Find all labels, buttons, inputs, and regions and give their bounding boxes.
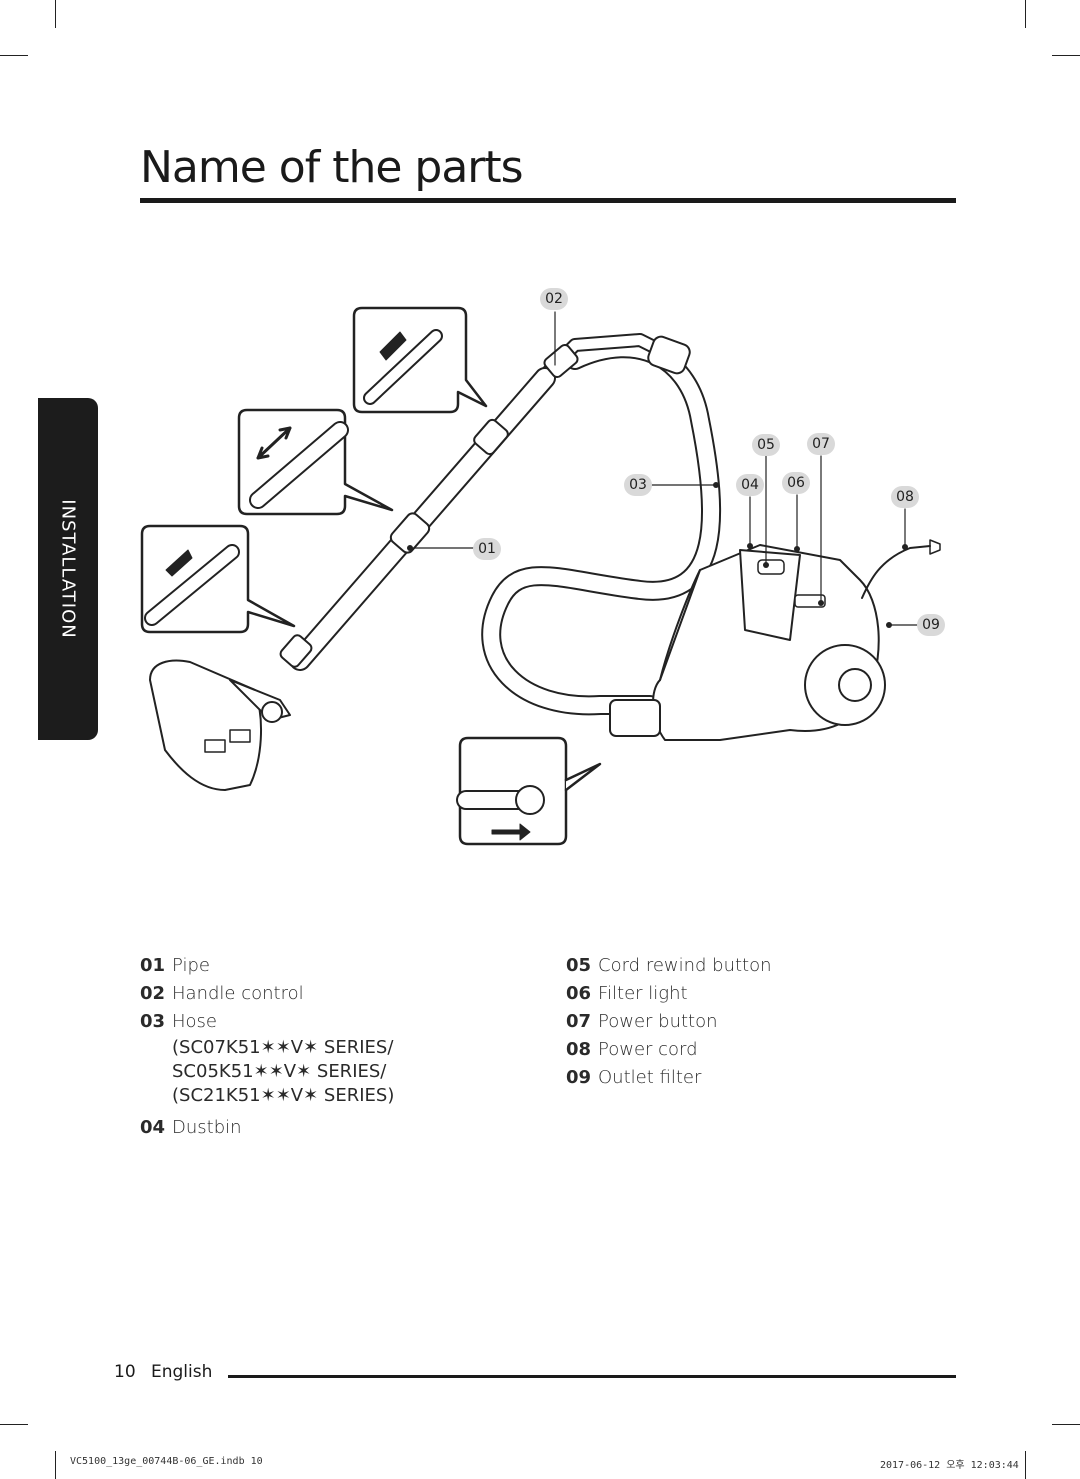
callout-02: 02 [540,288,568,310]
crop-mark [1025,1451,1026,1479]
file-slug: VC5100_13ge_00744B-06_GE.indb 10 [70,1456,263,1467]
page-number: 10 [114,1362,136,1382]
model-line: (SC07K51✶✶V✶ SERIES/ [140,1036,500,1060]
part-label: Cord rewind button [598,955,772,976]
page-title: Name of the parts [140,142,524,193]
list-item: 01 Pipe [140,952,500,980]
callout-05: 05 [752,434,780,456]
list-item: 09 Outlet filter [566,1064,946,1092]
callout-07: 07 [807,433,835,455]
callout-01: 01 [473,538,501,560]
callout-08: 08 [891,486,919,508]
part-label: Handle control [172,983,304,1004]
crop-mark [55,1451,56,1479]
part-label: Outlet filter [598,1067,702,1088]
list-item: 07 Power button [566,1008,946,1036]
print-timestamp: 2017-06-12 오후 12:03:44 [880,1460,1019,1471]
footer-language: English [151,1362,213,1382]
callout-03: 03 [624,474,652,496]
part-label: Filter light [598,983,688,1004]
part-number: 03 [140,1011,166,1032]
part-number: 04 [140,1117,166,1138]
crop-mark [0,55,28,56]
model-text: (SC21K51✶✶V✶ SERIES) [172,1085,395,1106]
part-number: 05 [566,955,592,976]
power-cord [861,545,931,599]
crop-mark [1052,1424,1080,1425]
list-item: 02 Handle control [140,980,500,1008]
list-item: 04 Dustbin [140,1114,500,1142]
detail-inset-nozzle [140,524,296,634]
part-number: 01 [140,955,166,976]
floor-nozzle [149,659,263,791]
model-line: (SC21K51✶✶V✶ SERIES) [140,1084,500,1108]
section-tab: INSTALLATION [38,398,98,740]
callout-04: 04 [736,474,764,496]
part-label: Power button [598,1011,718,1032]
list-item: 03 Hose [140,1008,500,1036]
part-number: 09 [566,1067,592,1088]
crop-mark [0,1424,28,1425]
model-line: SC05K51✶✶V✶ SERIES/ [140,1060,500,1084]
part-label: Power cord [598,1039,698,1060]
crop-mark [1025,0,1026,28]
part-number: 02 [140,983,166,1004]
part-label: Dustbin [172,1117,242,1138]
parts-list-left: 01 Pipe 02 Handle control 03 Hose (SC07K… [140,952,500,1142]
list-item: 05 Cord rewind button [566,952,946,980]
part-number: 06 [566,983,592,1004]
crop-mark [55,0,56,28]
callout-06: 06 [782,472,810,494]
part-number: 08 [566,1039,592,1060]
part-label: Pipe [172,955,210,976]
part-label: Hose [172,1011,217,1032]
list-item: 08 Power cord [566,1036,946,1064]
callout-09: 09 [917,614,945,636]
parts-list-right: 05 Cord rewind button 06 Filter light 07… [566,952,946,1092]
crop-mark [1052,55,1080,56]
part-number: 07 [566,1011,592,1032]
model-text: SC05K51✶✶V✶ SERIES/ [172,1061,387,1082]
model-text: (SC07K51✶✶V✶ SERIES/ [172,1037,394,1058]
list-item: 06 Filter light [566,980,946,1008]
footer-rule [228,1375,956,1378]
title-rule [140,198,956,203]
wheel [804,644,886,726]
